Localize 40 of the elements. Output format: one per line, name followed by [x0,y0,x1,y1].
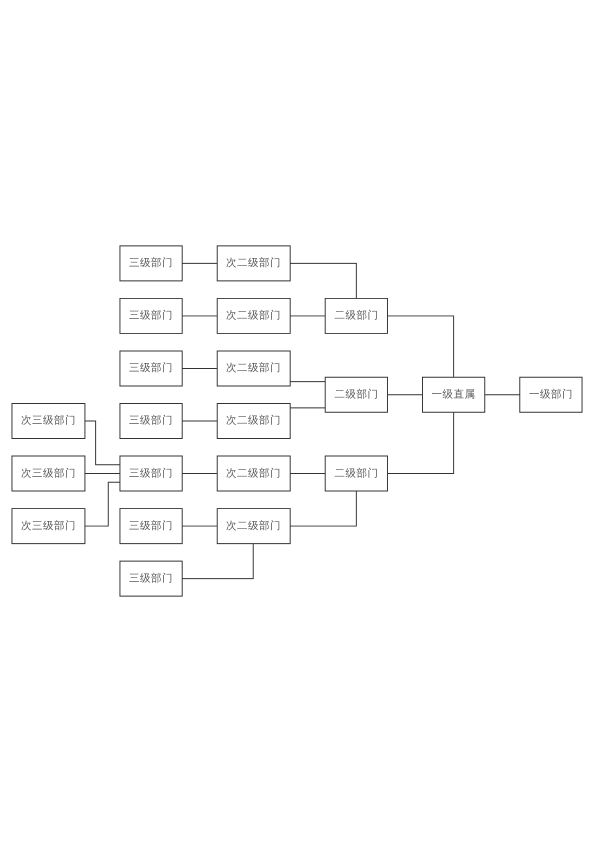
connector [182,525,218,526]
connector [84,481,120,526]
connector [387,412,454,474]
node-box: 三级部门 [119,508,183,544]
node-box: 次二级部门 [216,297,291,334]
connector [182,262,218,264]
node-box: 二级部门 [324,297,388,334]
node-box: 次三级部门 [11,508,86,544]
node-box: 三级部门 [119,297,183,334]
connector [387,394,423,395]
connector [290,406,326,408]
connector [484,394,520,395]
node-box: 三级部门 [119,244,183,281]
node-box: 三级部门 [119,560,183,596]
node-box: 次三级部门 [11,455,86,492]
node-box: 三级部门 [119,402,183,438]
connector [290,380,326,382]
connector [84,472,120,474]
connector [182,420,218,421]
node-box: 次二级部门 [216,508,291,544]
connector [182,542,254,579]
node-box: 次三级部门 [11,402,86,438]
node-box: 三级部门 [119,350,183,386]
node-box: 次二级部门 [216,350,291,386]
node-box: 二级部门 [324,455,388,492]
node-box: 次二级部门 [216,455,291,492]
connector [182,314,218,316]
node-box: 次二级部门 [216,402,291,438]
connector [182,472,218,474]
node-box: 次二级部门 [216,244,291,281]
node-box: 一级直属 [422,376,486,412]
node-box: 二级部门 [324,376,388,412]
connector [290,314,326,316]
connector [290,490,357,526]
node-box: 一级部门 [519,376,583,412]
node-box: 三级部门 [119,455,183,492]
connector [290,472,326,474]
connector [387,314,454,377]
connector [290,262,357,298]
connector [182,367,218,368]
